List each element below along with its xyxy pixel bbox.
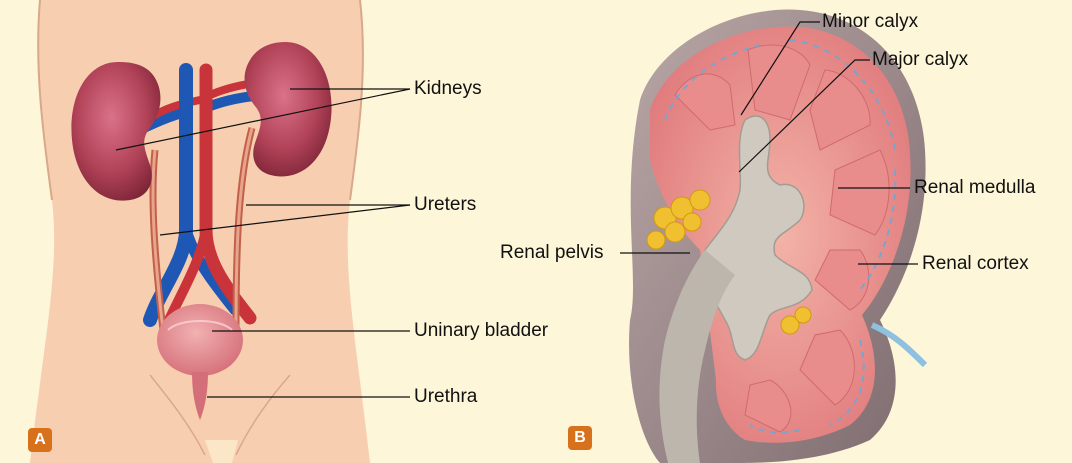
label-urethra: Urethra xyxy=(414,387,477,406)
panel-b-badge: B xyxy=(568,426,592,450)
label-renal-cortex: Renal cortex xyxy=(922,254,1029,273)
label-renal-pelvis: Renal pelvis xyxy=(500,243,604,262)
panel-a-badge: A xyxy=(28,428,52,452)
label-renal-medulla: Renal medulla xyxy=(914,178,1035,197)
panel-b-kidney xyxy=(629,10,926,463)
label-urinary-bladder: Uninary bladder xyxy=(414,321,548,340)
label-kidneys: Kidneys xyxy=(414,79,482,98)
label-major-calyx: Major calyx xyxy=(872,50,968,69)
label-minor-calyx: Minor calyx xyxy=(822,12,918,31)
label-ureters: Ureters xyxy=(414,195,476,214)
